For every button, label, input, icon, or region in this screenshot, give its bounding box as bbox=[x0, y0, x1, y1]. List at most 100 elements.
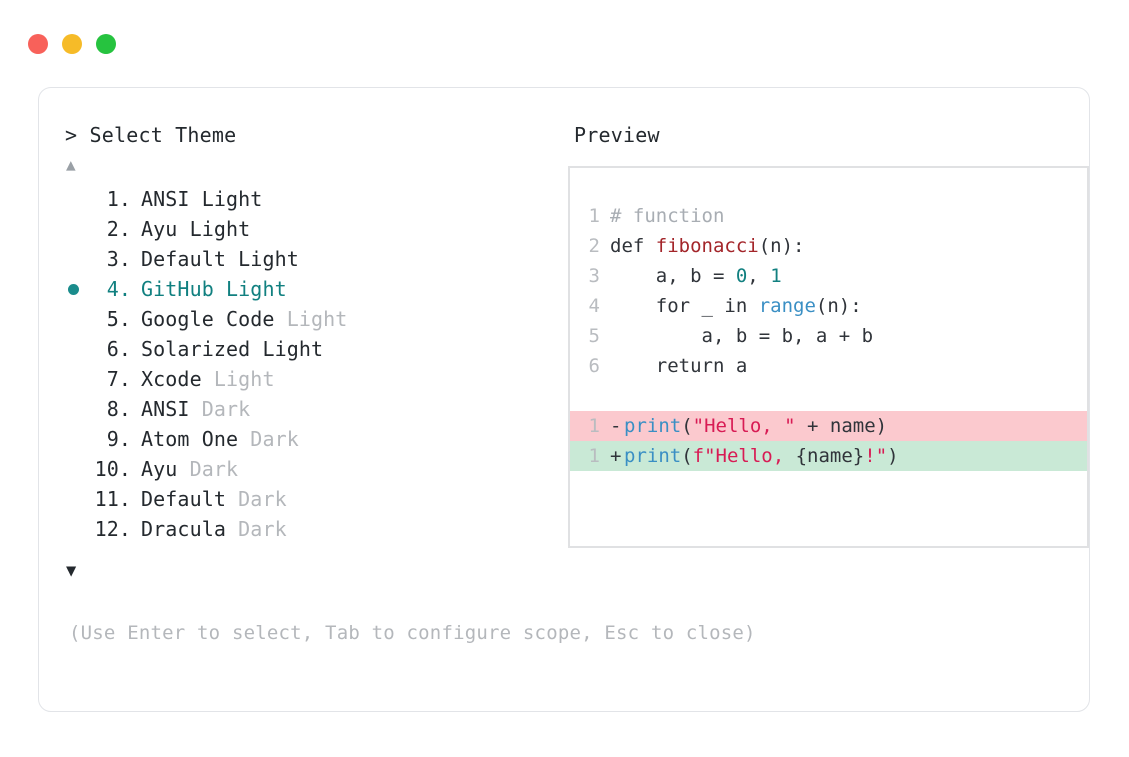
selection-bullet-slot bbox=[65, 484, 91, 514]
theme-list-item[interactable]: 6.Solarized Light bbox=[65, 334, 550, 364]
code-line: 5 a, b = b, a + b bbox=[570, 321, 1087, 351]
spacer bbox=[226, 484, 238, 514]
code-token: (n): bbox=[815, 295, 862, 317]
prompt-caret-icon: > bbox=[65, 123, 78, 147]
code-token: {name} bbox=[795, 445, 865, 467]
line-number: 1 bbox=[588, 415, 600, 437]
selection-bullet-slot bbox=[65, 304, 91, 334]
code-token: ) bbox=[887, 445, 899, 467]
code-token: ( bbox=[681, 445, 693, 467]
code-line: 1 # function bbox=[570, 201, 1087, 231]
code-token: 1 bbox=[770, 265, 782, 287]
diff-sign: + bbox=[610, 445, 622, 467]
selection-bullet-slot bbox=[65, 214, 91, 244]
code-token: fibonacci bbox=[655, 235, 759, 257]
theme-item-variant: Light bbox=[201, 187, 263, 211]
diff-sign: - bbox=[610, 415, 622, 437]
theme-list-item[interactable]: 5.Google Code Light bbox=[65, 304, 550, 334]
code-token: 0 bbox=[735, 265, 748, 287]
theme-item-index: 4. bbox=[106, 277, 131, 301]
theme-item-name: Google Code bbox=[141, 307, 275, 331]
page-title: Select Theme bbox=[89, 123, 237, 147]
code-token: , bbox=[747, 265, 771, 287]
selection-bullet-slot bbox=[65, 424, 91, 454]
theme-item-name: Dracula bbox=[141, 517, 226, 541]
scroll-down-icon[interactable]: ▼ bbox=[66, 561, 77, 581]
theme-list-item[interactable]: 7. Xcode Light bbox=[65, 364, 550, 394]
theme-item-name: Default bbox=[141, 487, 226, 511]
keyboard-hint: (Use Enter to select, Tab to configure s… bbox=[69, 622, 756, 644]
theme-item-variant: Light bbox=[213, 367, 275, 391]
spacer bbox=[275, 304, 287, 334]
selection-bullet-slot bbox=[65, 334, 91, 364]
theme-item-index: 3. bbox=[106, 247, 131, 271]
code-token: a, b = bbox=[610, 265, 736, 287]
theme-item-variant: Dark bbox=[189, 457, 239, 481]
theme-item-index: 11. bbox=[94, 487, 131, 511]
theme-item-variant: Dark bbox=[250, 427, 299, 451]
theme-item-name: Default bbox=[141, 247, 226, 271]
selection-bullet-slot bbox=[65, 184, 91, 214]
line-number: 1 bbox=[588, 445, 600, 467]
code-spacer bbox=[570, 381, 1087, 411]
theme-list-item[interactable]: 2.Ayu Light bbox=[65, 214, 550, 244]
theme-item-index: 10. bbox=[94, 457, 131, 481]
theme-item-variant: Light bbox=[286, 307, 348, 331]
preview-label: Preview bbox=[574, 123, 660, 147]
selection-bullet-slot bbox=[65, 364, 91, 394]
code-line: 3 a, b = 0, 1 bbox=[570, 261, 1087, 291]
theme-list-item[interactable]: 4.GitHub Light bbox=[65, 274, 550, 304]
theme-list-item[interactable]: 10. Ayu Dark bbox=[65, 454, 550, 484]
spacer bbox=[190, 184, 202, 214]
theme-list-item[interactable]: 8.ANSI Dark bbox=[65, 394, 550, 424]
code-token: print bbox=[624, 445, 682, 467]
theme-list-item[interactable]: 1.ANSI Light bbox=[65, 184, 550, 214]
code-token: a, b = b, a + b bbox=[610, 325, 874, 347]
selection-bullet-slot bbox=[65, 244, 91, 274]
selection-bullet-slot bbox=[65, 274, 91, 304]
code-token: for _ in bbox=[610, 295, 759, 317]
code-token: (n): bbox=[758, 235, 805, 257]
theme-item-name: Ayu bbox=[141, 457, 178, 481]
spacer bbox=[250, 334, 262, 364]
theme-item-name: Atom One bbox=[141, 427, 239, 451]
theme-list-item[interactable]: 12. Dracula Dark bbox=[65, 514, 550, 544]
theme-item-index: 7. bbox=[106, 367, 131, 391]
theme-item-variant: Light bbox=[189, 217, 251, 241]
selection-bullet-slot bbox=[65, 394, 91, 424]
maximize-window-button[interactable] bbox=[96, 34, 116, 54]
theme-item-index: 9. bbox=[106, 427, 131, 451]
code-token: !" bbox=[864, 445, 888, 467]
scroll-up-icon[interactable]: ▲ bbox=[66, 155, 76, 174]
theme-item-name: ANSI bbox=[141, 397, 190, 421]
theme-item-name: Xcode bbox=[141, 367, 202, 391]
line-number: 1 bbox=[588, 205, 600, 227]
code-token: ( bbox=[681, 415, 693, 437]
theme-list-item[interactable]: 11.Default Dark bbox=[65, 484, 550, 514]
theme-item-index: 12. bbox=[94, 517, 131, 541]
line-number: 5 bbox=[588, 325, 600, 347]
code-token: + name) bbox=[795, 415, 888, 437]
code-token: # function bbox=[610, 205, 725, 227]
title-bar bbox=[0, 0, 1129, 78]
theme-item-variant: Light bbox=[226, 277, 287, 301]
code-token: f"Hello, bbox=[692, 445, 796, 467]
theme-list-item[interactable]: 9. Atom One Dark bbox=[65, 424, 550, 454]
spacer bbox=[190, 394, 202, 424]
theme-item-name: Ayu bbox=[141, 217, 178, 241]
close-window-button[interactable] bbox=[28, 34, 48, 54]
theme-list-item[interactable]: 3. Default Light bbox=[65, 244, 550, 274]
spacer bbox=[177, 214, 189, 244]
theme-item-variant: Dark bbox=[201, 397, 251, 421]
theme-item-variant: Dark bbox=[238, 517, 287, 541]
spacer bbox=[202, 364, 214, 394]
theme-item-variant: Light bbox=[238, 247, 299, 271]
selected-bullet-icon bbox=[68, 283, 79, 295]
window-controls bbox=[28, 34, 116, 54]
spacer bbox=[226, 244, 238, 274]
minimize-window-button[interactable] bbox=[62, 34, 82, 54]
line-number: 6 bbox=[588, 355, 600, 377]
